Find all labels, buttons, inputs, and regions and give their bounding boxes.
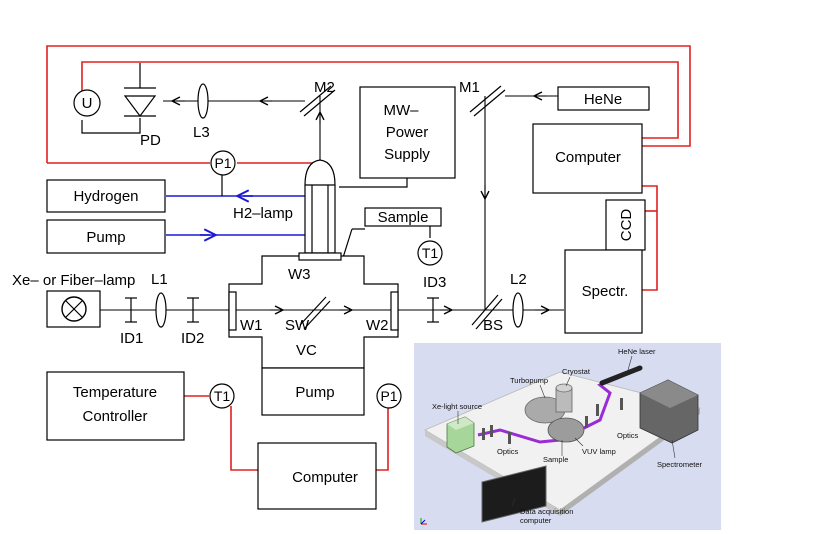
beamsplitter-label: BS: [483, 317, 503, 334]
inset-hene-label: HeNe laser: [618, 347, 656, 356]
inset-spectrometer-label: Spectrometer: [657, 460, 703, 469]
inset-daq-label-2: computer: [520, 516, 552, 525]
vacuum-chamber-label: VC: [296, 342, 317, 359]
gauge-p1-bottom: [376, 383, 402, 409]
gauge-p1-top: [210, 150, 236, 176]
computer-bottom-box: [257, 442, 377, 510]
p1-top-label: P1: [214, 155, 231, 171]
pump-top-label: Pump: [86, 229, 125, 246]
mirror-m1: [469, 85, 506, 117]
window2-label: W2: [366, 317, 389, 334]
gas-lines: [166, 196, 305, 235]
ccd-box: [605, 199, 646, 251]
pump-bottom-label: Pump: [295, 384, 334, 401]
window-w1: [228, 291, 237, 331]
sensor-t1-bottom: [209, 383, 235, 409]
temperature-controller-box: [46, 371, 185, 441]
iris3-label: ID3: [423, 274, 446, 291]
mirror2-label: M2: [314, 79, 335, 96]
computer-right-box: [532, 123, 643, 194]
lens3-label: L3: [193, 124, 210, 141]
mw-power-label-3: Supply: [384, 146, 430, 163]
hene-label: HeNe: [584, 91, 622, 108]
beam-paths: [100, 96, 564, 310]
beamsplitter: [471, 294, 503, 330]
setup-render-inset: HeNe laser Cryostat Turbopump Xe-light s…: [414, 343, 721, 530]
sensor-t1-sample: [417, 240, 443, 266]
inset-optics-right-label: Optics: [617, 431, 639, 440]
photodiode-icon: [123, 87, 157, 117]
inset-cryostat-label: Cryostat: [562, 367, 591, 376]
computer-bottom-label: Computer: [292, 469, 358, 486]
lens-l3: [197, 83, 209, 119]
inset-optics-left-label: Optics: [497, 447, 519, 456]
inset-daq-label-1: Data acquisition: [520, 507, 573, 516]
computer-right-label: Computer: [555, 149, 621, 166]
pump-bottom-box: [261, 367, 365, 416]
sample-box: [364, 207, 442, 227]
inset-xe-source-label: Xe-light source: [432, 402, 482, 411]
lens1-label: L1: [151, 271, 168, 288]
h2-lamp-label: H2–lamp: [233, 205, 293, 222]
spectrometer-label: Spectr.: [582, 283, 629, 300]
mirror1-label: M1: [459, 79, 480, 96]
mw-power-supply-box: [359, 86, 456, 179]
iris-id2: [187, 297, 199, 323]
p1-bottom-label: P1: [380, 388, 397, 404]
iris-id3: [427, 297, 439, 323]
mw-power-label-1: MW–: [384, 102, 420, 119]
temp-controller-label-2: Controller: [82, 408, 147, 425]
text-labels: Hydrogen Pump Xe– or Fiber–lamp Temperat…: [12, 79, 635, 486]
t1-bottom-label: T1: [214, 388, 231, 404]
inset-sample-label: Sample: [543, 455, 568, 464]
lens-l1: [155, 292, 167, 328]
hydrogen-box: [46, 179, 166, 213]
lens-l2: [512, 292, 524, 328]
t1-sample-label: T1: [422, 245, 439, 261]
window3-label: W3: [288, 266, 311, 283]
window1-label: W1: [240, 317, 263, 334]
h2-lamp: [298, 159, 342, 261]
iris1-label: ID1: [120, 330, 143, 347]
iris2-label: ID2: [181, 330, 204, 347]
switch-mirror: [299, 296, 331, 330]
lens2-label: L2: [510, 271, 527, 288]
inset-turbopump-label: Turbopump: [510, 376, 548, 385]
mirror-m2: [299, 85, 336, 117]
iris-id1: [125, 297, 137, 323]
lamp-cross-icon: [61, 296, 87, 322]
spectrometer-box: [564, 249, 643, 334]
inset-vuv-label: VUV lamp: [582, 447, 616, 456]
u-meter: [73, 89, 101, 117]
mw-power-label-2: Power: [386, 124, 429, 141]
axis-triad-icon: [420, 518, 427, 525]
hene-box: [557, 86, 650, 111]
temp-controller-label-1: Temperature: [73, 384, 157, 401]
u-meter-label: U: [82, 95, 93, 112]
signal-wires: [46, 45, 691, 471]
window-w2: [390, 291, 399, 331]
ccd-label: CCD: [618, 209, 635, 242]
photodiode-label: PD: [140, 132, 161, 149]
pump-top-box: [46, 219, 166, 254]
hydrogen-label: Hydrogen: [73, 188, 138, 205]
lamp-source-label: Xe– or Fiber–lamp: [12, 272, 135, 289]
sample-label: Sample: [378, 209, 429, 226]
switch-label: SW: [285, 317, 310, 334]
